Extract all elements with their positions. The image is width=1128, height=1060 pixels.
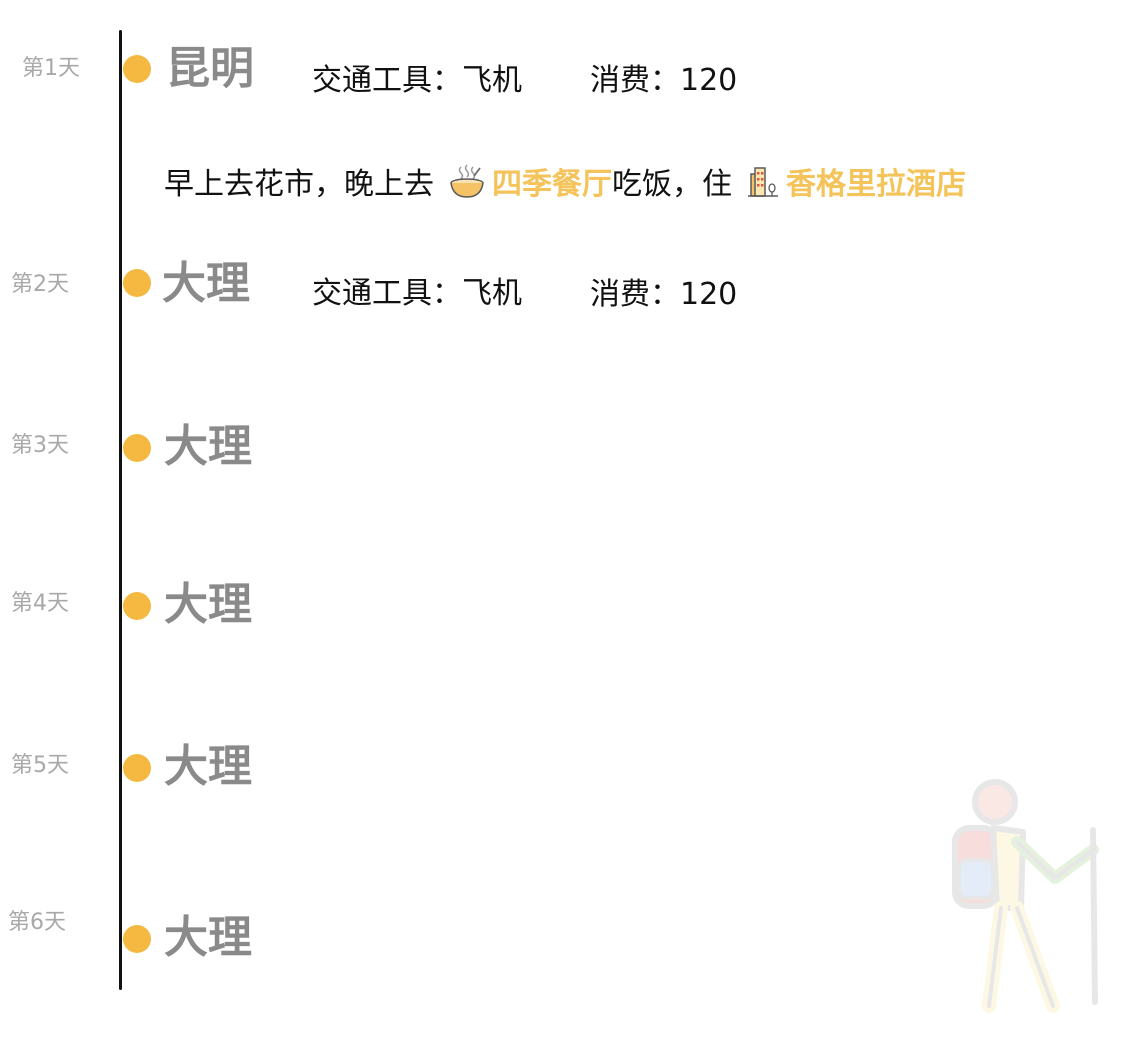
day-label-3: 第3天 [11,433,69,458]
day-label-5: 第5天 [11,753,69,778]
day-1-description: 早上去花市，晚上去 四季餐厅 吃饭，住 香格里拉酒店 [164,164,966,206]
timeline-dot-1 [123,55,151,83]
timeline-dot-4 [123,592,151,620]
city-name-2: 大理 [162,258,250,309]
timeline-dot-3 [123,434,151,462]
timeline-dot-5 [123,754,151,782]
city-name-1: 昆明 [166,43,254,94]
transport-1: 交通工具：飞机 [312,63,522,98]
timeline-dot-6 [123,925,151,953]
day-label-6: 第6天 [8,910,66,935]
noodle-bowl-icon [448,164,486,206]
timeline-dot-2 [123,269,151,297]
cost-2: 消费：120 [590,277,738,312]
timeline-line [119,30,122,990]
hotel-link[interactable]: 香格里拉酒店 [786,167,966,202]
description-text-2: 吃饭，住 [612,167,732,202]
transport-2: 交通工具：飞机 [312,276,522,311]
description-text-1: 早上去花市，晚上去 [164,167,434,202]
day-label-1: 第1天 [22,56,80,81]
cost-1: 消费：120 [590,63,738,98]
hotel-building-icon [746,166,780,204]
city-name-3: 大理 [164,421,252,472]
hiker-illustration-icon [945,770,1105,1020]
day-label-2: 第2天 [11,272,69,297]
day-label-4: 第4天 [11,591,69,616]
city-name-4: 大理 [164,579,252,630]
city-name-6: 大理 [164,912,252,963]
city-name-5: 大理 [164,741,252,792]
restaurant-link[interactable]: 四季餐厅 [492,167,612,202]
